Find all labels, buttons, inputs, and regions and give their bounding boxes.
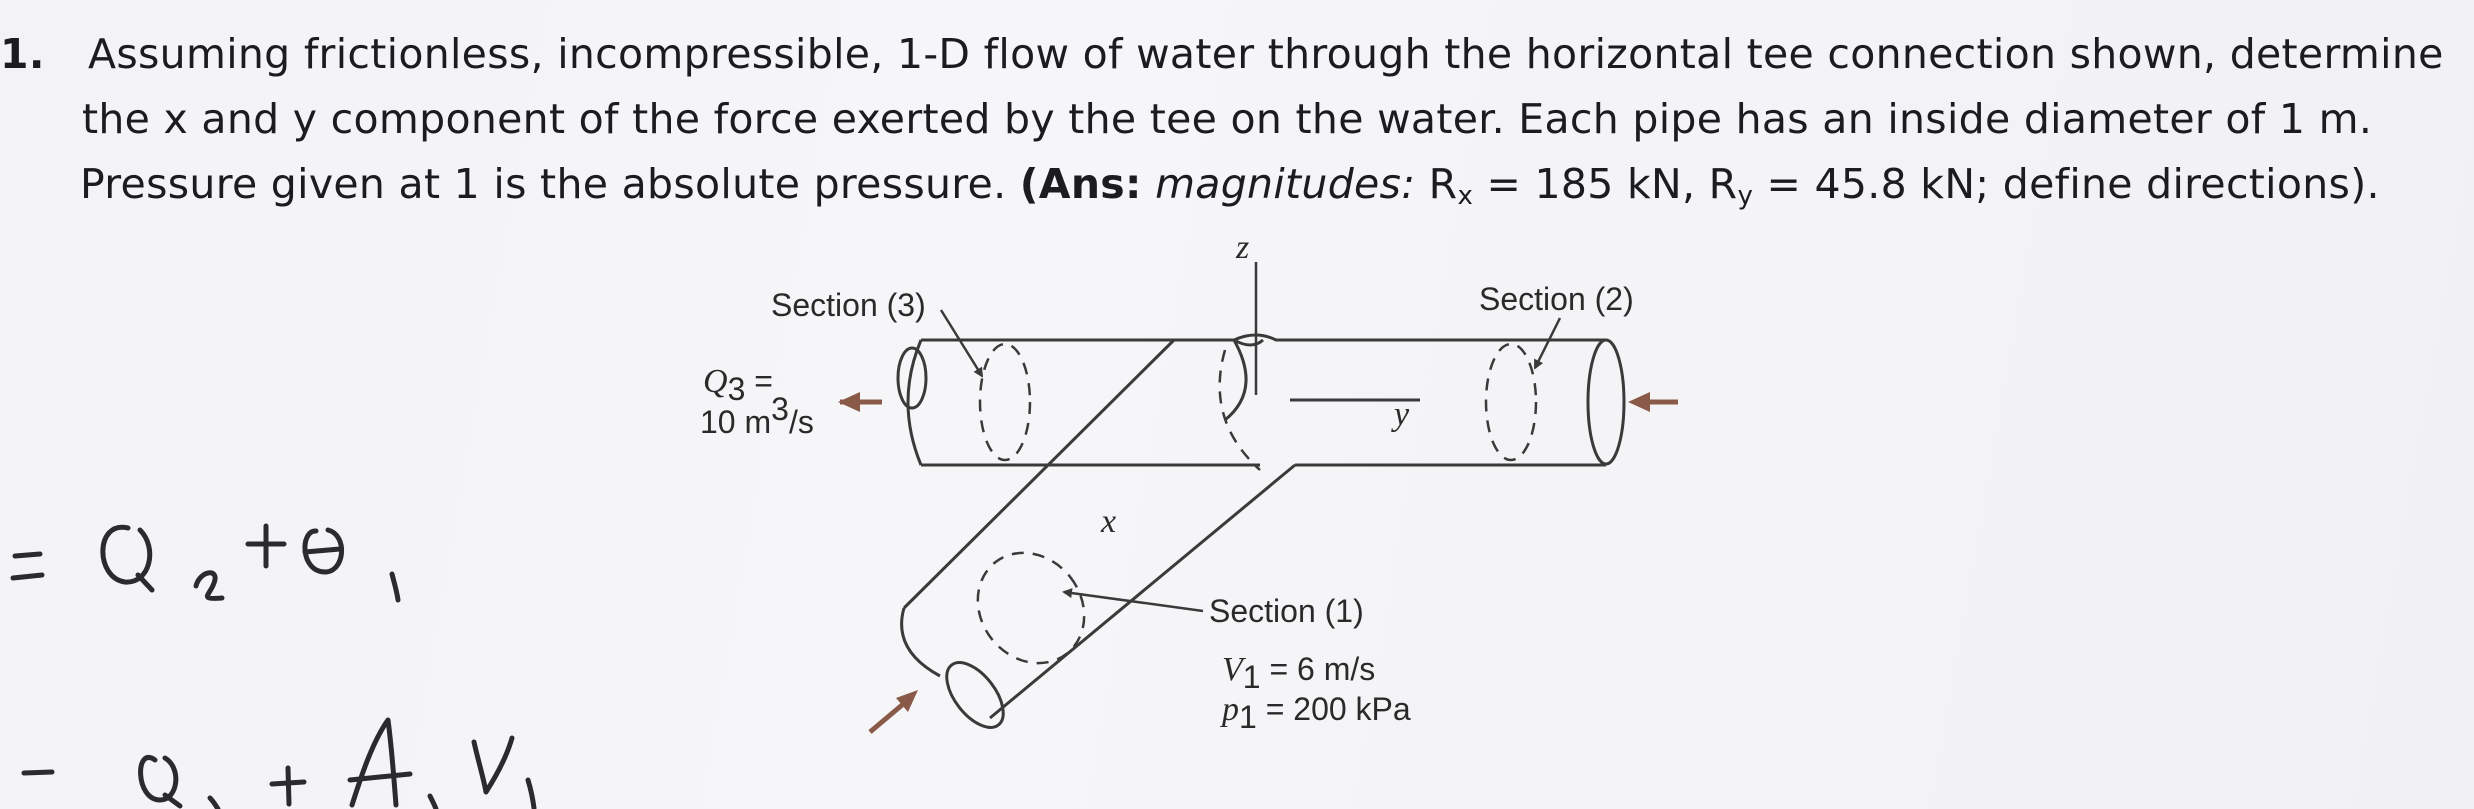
problem-line-3: Pressure given at 1 is the absolute pres… [80, 152, 2380, 217]
pressure-note: Pressure given at 1 is the absolute pres… [80, 160, 1020, 208]
rx-subscript: x [1457, 181, 1474, 211]
problem-number: 1. [0, 30, 45, 78]
q3-subscript: 3 [728, 371, 746, 407]
section-2-cross-section [1484, 342, 1538, 462]
v1-subscript: 1 [1243, 659, 1261, 695]
q3-exponent: 3 [771, 391, 789, 427]
inflow-arrow-2-head [1628, 392, 1650, 412]
p1-subscript: 1 [1239, 699, 1257, 735]
branch-pipe [900, 338, 1296, 729]
answer-label: (Ans: [1019, 160, 1142, 208]
svg-text:Q3 =: Q3 = [703, 363, 773, 407]
v1-value: = 6 m/s [1261, 651, 1376, 687]
inflow-arrow-1-head [896, 690, 918, 712]
flow-arrows [838, 392, 1678, 734]
p1-symbol: p [1220, 691, 1239, 728]
z-axis-label: z [1235, 229, 1249, 266]
rx-value: = 185 kN, [1473, 160, 1709, 208]
section-1-label: Section (1) [1209, 593, 1364, 629]
ry-symbol: R [1708, 160, 1738, 208]
section-2-label: Section (2) [1479, 281, 1634, 317]
q3-label: Q3 = 10 m3/s [700, 363, 814, 440]
q3-value: 10 m [700, 404, 771, 440]
q3-unit: /s [789, 404, 814, 440]
section-2-pointer [1533, 317, 1562, 370]
svg-text:10 m3/s: 10 m3/s [700, 391, 814, 440]
ry-subscript: y [1737, 181, 1754, 211]
rx-symbol: R [1428, 160, 1458, 208]
problem-line-2: the x and y component of the force exert… [82, 95, 2373, 143]
y-axis-label: y [1391, 396, 1410, 433]
inflow-arrow-1 [868, 698, 910, 734]
outflow-arrow-3-head [838, 392, 860, 412]
x-axis-label: x [1100, 503, 1116, 540]
p1-value: = 200 kPa [1257, 691, 1411, 727]
section-3-pointer [939, 309, 984, 378]
section-3-label: Section (3) [771, 287, 926, 323]
handwritten-note-2 [21, 717, 537, 809]
p1-label: p1 = 200 kPa [1220, 691, 1411, 735]
answer-magnitudes: magnitudes: [1155, 160, 1416, 208]
section-3-cross-section [978, 342, 1032, 462]
main-pipe [896, 333, 1626, 467]
q3-symbol: Q [703, 363, 728, 400]
q3-equals: = [745, 363, 773, 399]
ry-value: = 45.8 kN; define directions). [1753, 160, 2380, 208]
section-1-pointer [1062, 588, 1204, 613]
v1-label: V1 = 6 m/s [1222, 651, 1375, 695]
section-1-cross-section [976, 551, 1086, 665]
problem-line-1: Assuming frictionless, incompressible, 1… [88, 30, 2444, 78]
handwritten-note-1 [10, 523, 401, 603]
